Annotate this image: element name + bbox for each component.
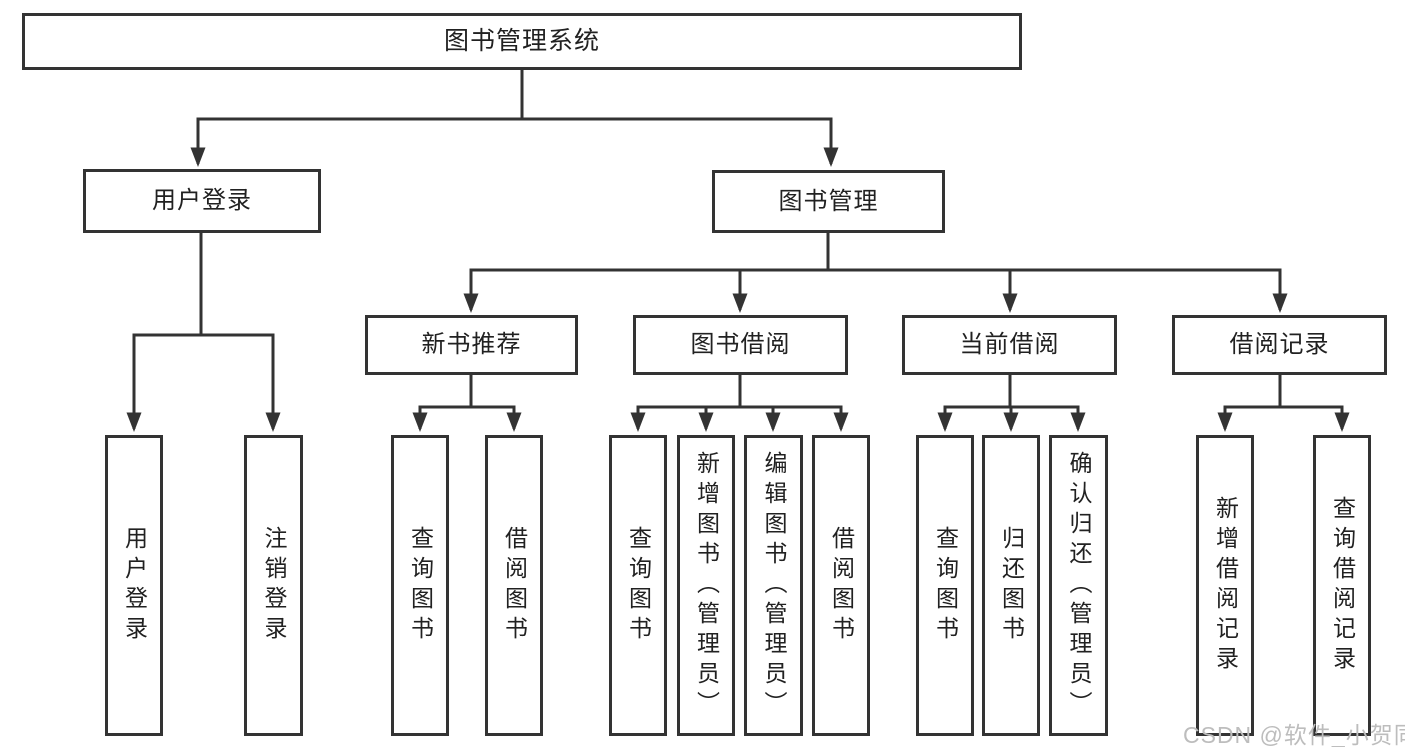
node-borrow-records: 借阅记录 xyxy=(1172,315,1387,375)
leaf-query-borrow-record: 查询借阅记录 xyxy=(1313,435,1371,736)
leaf-query-books-recommend: 查询图书 xyxy=(391,435,449,736)
leaf-borrow-books-borrowing: 借阅图书 xyxy=(812,435,870,736)
csdn-watermark: CSDN @软件_小贺同学 xyxy=(1183,722,1405,747)
leaf-query-books-borrowing: 查询图书 xyxy=(609,435,667,736)
leaf-return-books: 归还图书 xyxy=(982,435,1040,736)
node-user-login: 用户登录 xyxy=(83,169,321,233)
leaf-confirm-return-admin: 确认归还（管理员） xyxy=(1049,435,1108,736)
node-root-system: 图书管理系统 xyxy=(22,13,1022,70)
leaf-add-books-admin: 新增图书（管理员） xyxy=(677,435,735,736)
leaf-user-login: 用户登录 xyxy=(105,435,163,736)
leaf-query-books-current: 查询图书 xyxy=(916,435,974,736)
node-current-borrowing: 当前借阅 xyxy=(902,315,1117,375)
leaf-edit-books-admin: 编辑图书（管理员） xyxy=(744,435,803,736)
leaf-add-borrow-record: 新增借阅记录 xyxy=(1196,435,1254,736)
leaf-logout: 注销登录 xyxy=(244,435,303,736)
leaf-borrow-books-recommend: 借阅图书 xyxy=(485,435,543,736)
node-book-management: 图书管理 xyxy=(712,170,945,233)
node-new-book-recommend: 新书推荐 xyxy=(365,315,578,375)
node-book-borrowing: 图书借阅 xyxy=(633,315,848,375)
